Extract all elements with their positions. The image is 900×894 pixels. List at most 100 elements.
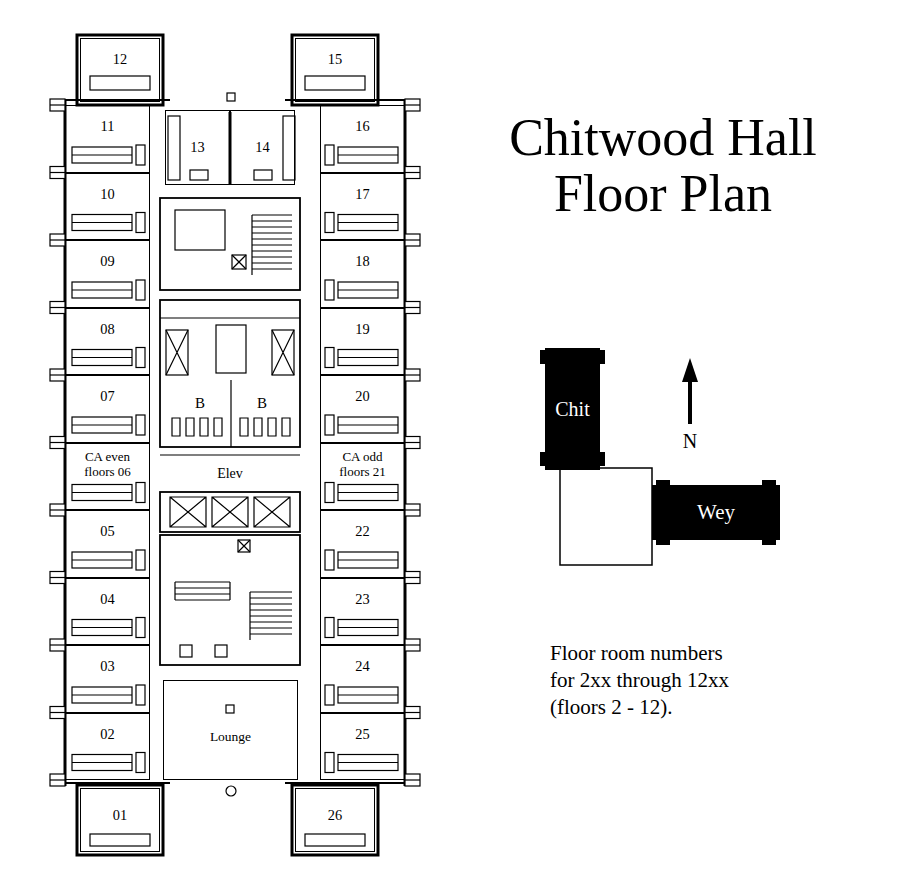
room-box: 20	[320, 375, 405, 443]
stair-treads	[250, 592, 292, 640]
window-bump	[50, 707, 65, 719]
room-number: 05	[66, 523, 149, 540]
ledge	[50, 782, 170, 784]
advisor-note: CA odd floors 21	[330, 449, 396, 479]
title: Chitwood Hall Floor Plan	[478, 110, 848, 222]
room-furniture	[325, 753, 398, 773]
desk	[254, 170, 272, 180]
room-number: 01	[81, 807, 159, 824]
room-number: 20	[321, 388, 404, 405]
room-number: 02	[66, 726, 149, 743]
stair-core	[160, 198, 300, 290]
room-number: 18	[321, 253, 404, 270]
north-arrow-head	[682, 358, 698, 382]
window-bump	[405, 167, 420, 179]
room-furniture	[325, 415, 398, 435]
stair-treads	[175, 582, 230, 600]
room-number: 14	[231, 139, 294, 156]
end-bay-wall	[292, 785, 378, 855]
room-number: 22	[321, 523, 404, 540]
shower-x	[166, 330, 188, 375]
room-furniture	[72, 415, 145, 435]
room-number: 13	[166, 139, 229, 156]
window-bump	[405, 99, 420, 111]
bed	[305, 76, 365, 90]
room-box: 03	[65, 645, 150, 713]
room-furniture	[72, 753, 145, 773]
stair-treads	[252, 215, 292, 275]
room-number: 10	[66, 186, 149, 203]
north-label: N	[683, 429, 697, 453]
room-furniture	[325, 145, 398, 165]
room-furniture	[325, 280, 398, 300]
room-box: 14	[230, 110, 295, 185]
room-box: 16	[320, 105, 405, 173]
room-box: 17	[320, 173, 405, 241]
room-number: 17	[321, 186, 404, 203]
room-number: 23	[321, 591, 404, 608]
elevator	[212, 497, 248, 527]
room-box: 24	[320, 645, 405, 713]
advisor-note: CA even floors 06	[75, 449, 141, 479]
area-label: Elev	[217, 466, 243, 483]
room-number: 15	[296, 51, 374, 68]
room-furniture	[72, 550, 145, 570]
window-bump	[50, 99, 65, 111]
room-number: 24	[321, 658, 404, 675]
room-furniture	[325, 550, 398, 570]
bed	[168, 116, 180, 180]
window-bump	[405, 234, 420, 246]
elevator	[254, 497, 290, 527]
room-box: 07	[65, 375, 150, 443]
ledge	[50, 99, 170, 101]
window-bump	[50, 167, 65, 179]
window-bump	[50, 234, 65, 246]
room-box: 10	[65, 173, 150, 241]
room-number: 12	[81, 51, 159, 68]
shaft-x	[238, 540, 250, 552]
room-box: 23	[320, 578, 405, 646]
room-box: 22	[320, 510, 405, 578]
shaft	[238, 540, 250, 552]
window-bump	[405, 302, 420, 314]
room-box: 05	[65, 510, 150, 578]
room-box: 02	[65, 713, 150, 781]
lobby-wall	[160, 454, 300, 455]
stair-core	[160, 535, 300, 665]
elevator	[170, 497, 206, 527]
room-number: 08	[66, 321, 149, 338]
column	[226, 786, 236, 796]
room-box: Lounge	[163, 680, 298, 780]
courtyard-square	[560, 468, 652, 565]
room-number: 04	[66, 591, 149, 608]
room-furniture	[72, 145, 145, 165]
room-box: 15	[295, 38, 375, 102]
shaft-x	[232, 255, 246, 269]
room-number: 03	[66, 658, 149, 675]
north-arrow-shaft	[688, 376, 692, 424]
end-bay-wall	[292, 35, 378, 105]
room-furniture	[325, 213, 398, 233]
room-number: 19	[321, 321, 404, 338]
room-furniture	[325, 483, 398, 503]
room-number: 26	[296, 807, 374, 824]
room-box: 25	[320, 713, 405, 781]
room-box: 04	[65, 578, 150, 646]
wing-block: Wey	[652, 485, 780, 540]
column	[227, 93, 235, 101]
room-number: 25	[321, 726, 404, 743]
room-furniture	[72, 483, 145, 503]
column	[226, 705, 234, 713]
room-number: Lounge	[164, 729, 297, 745]
window-bump	[50, 369, 65, 381]
utility-room	[175, 210, 225, 250]
end-bay-wall	[77, 785, 163, 855]
room-furniture	[72, 348, 145, 368]
room-number: 07	[66, 388, 149, 405]
room-box: 09	[65, 240, 150, 308]
room-box: 01	[80, 788, 160, 852]
fixture	[180, 645, 192, 657]
wing-name: Wey	[697, 500, 735, 524]
